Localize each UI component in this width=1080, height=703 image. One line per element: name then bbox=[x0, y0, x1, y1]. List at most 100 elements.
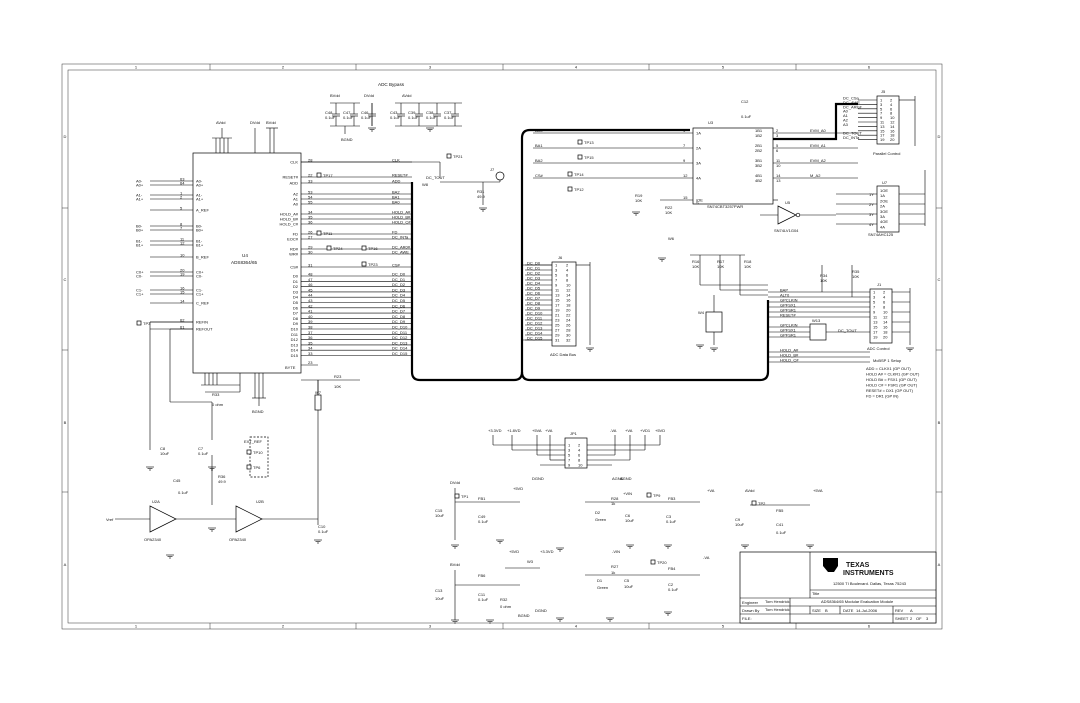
j1-pin-even: 18 bbox=[883, 330, 888, 335]
adc-right-net: BA0 bbox=[392, 200, 400, 205]
company-address: 12500 TI Boulevard. Dallas, Texas 75243 bbox=[833, 581, 907, 586]
j1-ref: J1 bbox=[877, 282, 882, 287]
j5-pin-even: 18 bbox=[890, 133, 895, 138]
mux-port-name: /OE bbox=[696, 198, 703, 203]
test-point-label: TP17 bbox=[323, 173, 333, 178]
adc-right-pin-number: 27 bbox=[308, 235, 313, 240]
component-label: 10uF bbox=[625, 518, 635, 523]
mux-port-name: 3A bbox=[696, 161, 701, 166]
adc-right-pin-name: D8 bbox=[293, 316, 299, 321]
component-label: R18 bbox=[744, 259, 752, 264]
j1-pin-odd: 19 bbox=[873, 335, 878, 340]
component-label: 0.1uF bbox=[776, 530, 787, 535]
adc-right-net: CLK bbox=[392, 158, 400, 163]
component-label: 0 ohm bbox=[500, 604, 512, 609]
component-label: D2 bbox=[595, 510, 601, 515]
adc-pin-number: 62 bbox=[180, 318, 185, 323]
r33-val: 0 ohm bbox=[212, 402, 224, 407]
bypass-cap-value: 0.1uF bbox=[390, 115, 401, 120]
jp1-rail: +5VA bbox=[532, 428, 542, 433]
adc-right-pin-number: 54 bbox=[308, 195, 313, 200]
col-label-top: 4 bbox=[575, 65, 578, 70]
mux-output-net: EVM_A1 bbox=[810, 143, 827, 148]
mux-out-pin: 14 bbox=[776, 173, 781, 178]
j6-net: DC_D13 bbox=[527, 326, 543, 331]
col-label-top: 6 bbox=[868, 65, 871, 70]
adc-right-pin-name: D6 bbox=[293, 305, 299, 310]
bypass-cap-value: 0.1uF bbox=[325, 115, 336, 120]
mux-out-pin: 6 bbox=[776, 148, 779, 153]
j6-pin-even: 10 bbox=[566, 283, 571, 288]
j1-pin-odd: 3 bbox=[873, 295, 876, 300]
j6-pin-even: 16 bbox=[566, 298, 571, 303]
adc-right-pin-number: 29 bbox=[308, 245, 313, 250]
u2b-part: OPA2340 bbox=[229, 537, 247, 542]
adc-pin-number: 10 bbox=[180, 253, 185, 258]
j5-pin-odd: 1 bbox=[880, 98, 883, 103]
adc-pin-name: B_REF bbox=[196, 255, 209, 260]
j6-net: DC_D7 bbox=[527, 296, 541, 301]
title-label: Title bbox=[812, 591, 820, 596]
mux-port-name: 2A bbox=[696, 146, 701, 151]
j6-pin-odd: 27 bbox=[555, 328, 560, 333]
adc-right-net: DC_D14 bbox=[392, 346, 408, 351]
u7-pin-name: 2A bbox=[880, 204, 885, 209]
adc-input-net: C0+ bbox=[136, 270, 144, 275]
component-label: J7 bbox=[490, 167, 495, 172]
mux-input-net: CS# bbox=[535, 173, 544, 178]
bypass-rail-bvdd: BVdd bbox=[330, 93, 340, 98]
component-label: C45 bbox=[173, 478, 181, 483]
mux-output-net: EVM_A2 bbox=[810, 158, 827, 163]
adc-right-pin-number: 40 bbox=[308, 314, 313, 319]
component-label: W4 bbox=[698, 310, 705, 315]
adc-right-net: DC_D7 bbox=[392, 309, 406, 314]
adc-right-net: DC_D6 bbox=[392, 303, 406, 308]
adc-right-pin-number: 34 bbox=[308, 210, 313, 215]
j6-net: DC_D2 bbox=[527, 271, 541, 276]
j1-net: GPFSX1 bbox=[780, 328, 797, 333]
bypass-cap-ref: C47 bbox=[343, 110, 351, 115]
adc-right-pin-name: HOLD_A# bbox=[280, 212, 299, 217]
j6-pin-even: 24 bbox=[566, 318, 571, 323]
jp1-pin-odd: 5 bbox=[568, 453, 571, 458]
j6-pin-even: 30 bbox=[566, 333, 571, 338]
u5-body bbox=[777, 205, 797, 225]
jp1-rail: +3.3VD bbox=[488, 428, 502, 433]
j1-net: HOLD_C# bbox=[780, 358, 799, 363]
adc-pin-number: 20 bbox=[180, 268, 185, 273]
j5-body bbox=[876, 95, 900, 145]
adc-pin-name: C1- bbox=[196, 288, 203, 293]
bypass-cap-value: 0.1uF bbox=[444, 115, 455, 120]
row-label-left: B bbox=[64, 420, 67, 425]
adc-pin-name: B1+ bbox=[196, 243, 204, 248]
mux-out-pin: 2 bbox=[776, 128, 779, 133]
power-net: +VIN bbox=[623, 491, 632, 496]
adc-right-pin-number: 43 bbox=[308, 298, 313, 303]
adc-right-net: DC_D11 bbox=[392, 330, 408, 335]
bypass-cap-value: 0.1uF bbox=[343, 115, 354, 120]
component-label: 0.1uF bbox=[478, 519, 489, 524]
bypass-cap-value: 0.1uF bbox=[408, 115, 419, 120]
bypass-title: ADC Bypass bbox=[378, 82, 405, 87]
adc-bgnd: BGND bbox=[252, 409, 264, 414]
col-label-bottom: 2 bbox=[282, 624, 285, 629]
component-label: FB5 bbox=[776, 508, 784, 513]
adc-right-net: DC_INTa bbox=[392, 235, 409, 240]
adc-right-net: RESET# bbox=[392, 173, 408, 178]
engineer-label: Engineer bbox=[742, 600, 759, 605]
adc-right-pin-number: 36 bbox=[308, 220, 313, 225]
adc-right-net: DC_D8 bbox=[392, 314, 406, 319]
mux-output-net: M_A2 bbox=[810, 173, 821, 178]
test-point-label: TP2 bbox=[758, 501, 766, 506]
j1-net: ALT0 bbox=[780, 293, 790, 298]
mux-b2-name: 4B2 bbox=[755, 178, 763, 183]
row-label-right: B bbox=[938, 420, 941, 425]
power-net: +5VD bbox=[509, 549, 519, 554]
component-label: FB6 bbox=[478, 573, 486, 578]
